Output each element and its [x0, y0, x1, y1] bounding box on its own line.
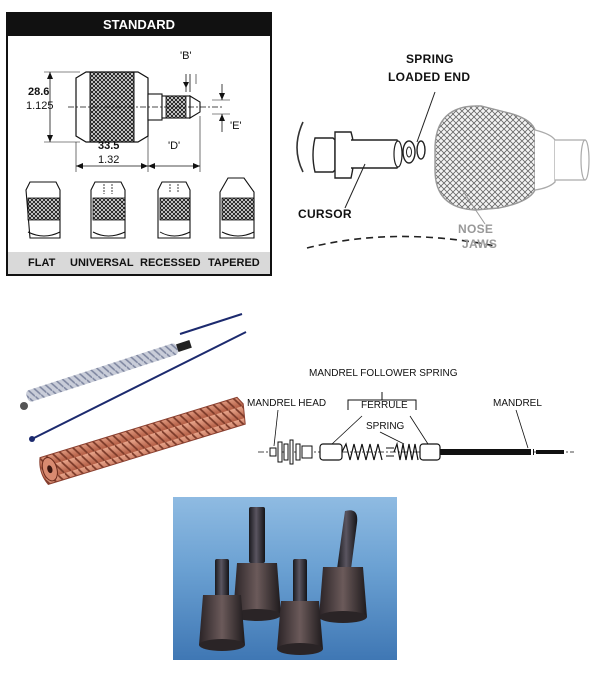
- spring-coil-right: [393, 441, 419, 461]
- spring-coil-left: [341, 442, 383, 461]
- nose-piece-3: [199, 559, 245, 651]
- loaded-end-label: LOADED END: [388, 70, 471, 84]
- cursor-leader-line: [344, 163, 366, 209]
- type-universal-label: UNIVERSAL: [70, 257, 134, 269]
- jaws-label: JAWS: [462, 237, 498, 251]
- nose-type-drawings: [25, 177, 255, 239]
- ferrule-right-drawing: [419, 443, 441, 461]
- nose-piece-1: [233, 507, 281, 621]
- flat-nose-drawing: [25, 181, 61, 239]
- mandrel-head-label: MANDREL HEAD: [247, 398, 327, 409]
- type-flat-label: FLAT: [28, 257, 56, 269]
- mandrel-head-leader: [273, 409, 279, 447]
- spring-leader: [379, 431, 405, 445]
- blue-rod-upper: [179, 313, 243, 335]
- length-mm-label: 33.5: [98, 140, 120, 152]
- cursor-drawing: [312, 131, 403, 179]
- nose-jaws-leader-line: [460, 187, 486, 225]
- mandrel-label: MANDREL: [493, 398, 542, 409]
- length-in-label: 1.32: [98, 154, 120, 166]
- tapered-nose-drawing: [219, 177, 255, 239]
- mandrel-leader: [515, 409, 529, 449]
- nose-jaws-drawing: [434, 105, 590, 211]
- d-dim-label: 'D': [168, 140, 181, 152]
- ferrule-label: FERRULE: [361, 400, 408, 411]
- standard-title: STANDARD: [8, 14, 270, 36]
- blue-rod-lower: [33, 331, 247, 439]
- recessed-nose-drawing: [157, 181, 191, 239]
- ferrule-drawing: [319, 443, 343, 461]
- silver-spring: [26, 340, 192, 402]
- nose-piece-4: [277, 559, 323, 655]
- mandrel-assembly-diagram: [258, 392, 574, 465]
- standard-panel: STANDARD: [6, 12, 272, 276]
- copper-spring: [39, 396, 246, 485]
- nose-pieces-illustration: [199, 507, 367, 655]
- type-recessed-label: RECESSED: [140, 257, 201, 269]
- nose-label: NOSE: [458, 222, 494, 236]
- mandrel-parts-photo: [20, 313, 247, 485]
- standard-dimension-drawing: [44, 71, 230, 172]
- height-in-label: 1.125: [26, 100, 54, 112]
- spring-part-label: SPRING: [366, 421, 405, 432]
- nose-pieces-photo: [173, 497, 397, 660]
- nose-piece-2: [319, 510, 367, 623]
- follower-spring-label: MANDREL FOLLOWER SPRING: [309, 368, 458, 379]
- b-dim-label: 'B': [180, 50, 192, 62]
- universal-nose-drawing: [90, 181, 126, 239]
- mandrel-rod: [440, 449, 534, 455]
- e-dim-label: 'E': [230, 120, 242, 132]
- mandrel-head-drawing: [269, 439, 313, 465]
- spring-ring-drawing: [402, 140, 426, 164]
- left-partial-part: [296, 121, 304, 173]
- cursor-label: CURSOR: [298, 207, 352, 221]
- spring-leader-line: [416, 91, 436, 143]
- type-tapered-label: TAPERED: [208, 257, 260, 269]
- spring-loaded-diagram: [296, 91, 590, 249]
- nose-type-labels: FLAT UNIVERSAL RECESSED TAPERED: [8, 252, 270, 274]
- spring-label: SPRING: [406, 52, 454, 66]
- height-mm-label: 28.6: [28, 86, 50, 98]
- ferrule-leader: [331, 415, 363, 445]
